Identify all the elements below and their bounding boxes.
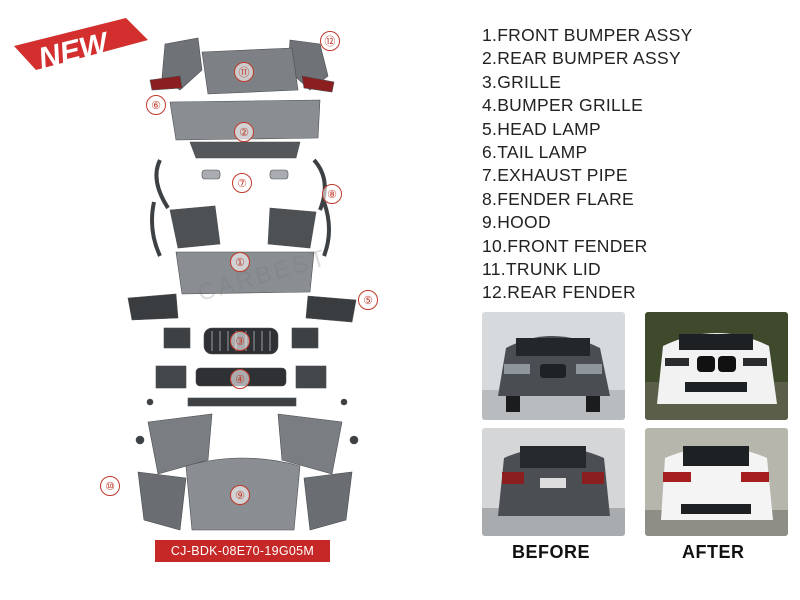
new-badge-text: NEW [35,26,113,72]
parts-list-item: 8.FENDER FLARE [482,188,635,209]
parts-list: 1.FRONT BUMPER ASSY 2.REAR BUMPER ASSY 3… [482,24,693,305]
callout-7: ⑦ [232,173,252,193]
clip-3 [146,398,154,406]
parts-list-item: 1.FRONT BUMPER ASSY [482,25,693,45]
callout-1: ① [230,252,250,272]
lower-strip [187,397,297,407]
bracket-right-1 [291,327,319,349]
after-caption: AFTER [682,542,745,562]
callout-6: ⑥ [146,95,166,115]
rear-bumper-part [169,99,321,141]
front-fender-right [277,413,343,475]
liner-left [169,205,221,249]
callout-9: ⑨ [230,485,250,505]
callout-4: ④ [230,369,250,389]
parts-list-item: 4.BUMPER GRILLE [482,95,644,116]
front-fender-left [147,413,213,475]
parts-illustration [127,37,359,531]
parts-list-item: 11.TRUNK LID [482,258,601,279]
tail-lamp-right [301,75,335,93]
fender-flare-low-right [322,201,331,257]
before-rear-photo [482,428,625,536]
callout-10: ⑩ [100,476,120,496]
headlamp-right [305,295,357,323]
front-bumper-part [175,251,315,295]
front-fender-lower-right [303,471,353,531]
bracket-left-1 [163,327,191,349]
callout-8: ⑧ [322,184,342,204]
vent-right [295,365,327,389]
tail-lamp-left [149,75,183,91]
parts-list-item: 12.REAR FENDER [482,282,636,303]
clip-1 [135,435,145,445]
callout-2: ② [234,122,254,142]
parts-list-item: 5.HEAD LAMP [482,118,602,139]
clip-2 [349,435,359,445]
parts-list-item: 2.REAR BUMPER ASSY [482,48,681,69]
clip-4 [340,398,348,406]
before-front-photo [482,312,625,420]
callout-12: ⑫ [320,31,340,51]
headlamp-left [127,293,179,321]
exhaust-tip-right [269,169,289,180]
exhaust-tip-left [201,169,221,180]
liner-right [267,207,317,249]
parts-list-item: 10.FRONT FENDER [482,235,648,256]
new-badge: NEW [14,18,148,72]
front-fender-lower-left [137,471,187,531]
fender-flare-low-left [150,201,162,257]
parts-list-item: 7.EXHAUST PIPE [482,165,628,186]
before-caption: BEFORE [512,542,591,562]
after-front-photo [645,312,788,420]
parts-list-item: 3.GRILLE [482,71,562,92]
callout-3: ③ [230,331,250,351]
callout-11: ⑪ [234,62,254,82]
after-rear-photo [645,428,788,536]
parts-list-item: 6.TAIL LAMP [482,141,588,162]
diffuser-part [189,141,301,159]
fender-flare-arc-left [154,159,170,210]
callout-5: ⑤ [358,290,378,310]
parts-list-item: 9.HOOD [482,212,551,233]
vent-left [155,365,187,389]
product-code-label: CJ-BDK-08E70-19G05M [155,540,330,562]
fender-flare-arc-right [312,158,327,211]
